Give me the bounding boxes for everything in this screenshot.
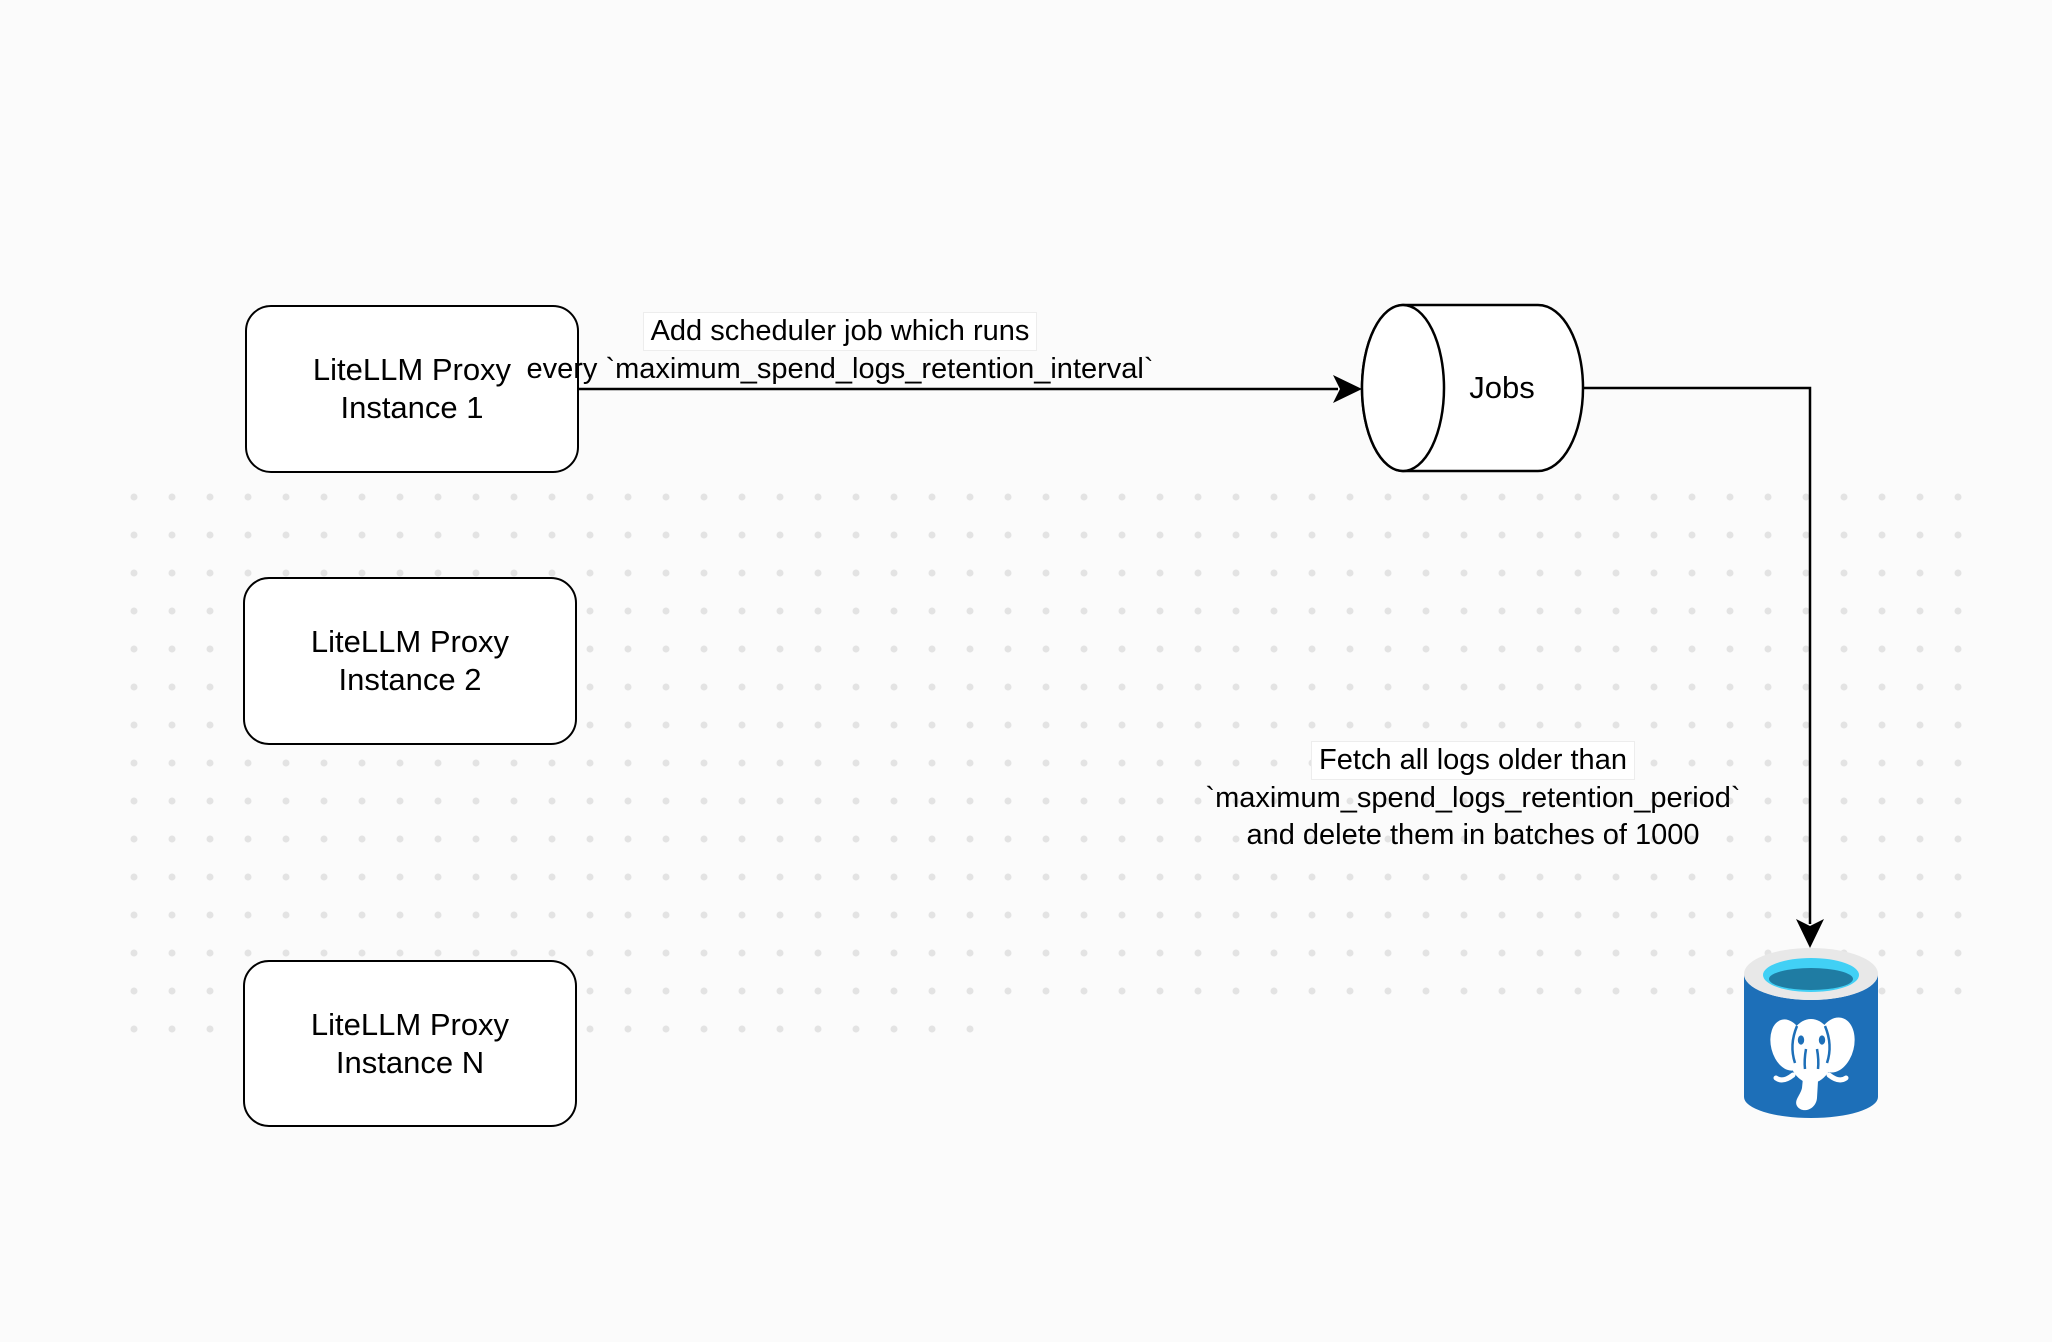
- elephant-left-ear-line: [1791, 1025, 1799, 1064]
- postgres-elephant-icon: [1770, 1017, 1855, 1111]
- node-title-line1: LiteLLM Proxy: [310, 1006, 510, 1042]
- node-title-line1: LiteLLM Proxy: [310, 624, 510, 659]
- scheduler-edge-arrow: [577, 375, 1362, 403]
- fetch-edge-label-line3: and delete them in batches of 1000: [1246, 819, 1700, 851]
- scheduler-edge-label: Add scheduler job which runs every `maxi…: [520, 312, 1160, 388]
- elephant-face: [1788, 1019, 1834, 1083]
- proxy-instance-n-node: LiteLLM Proxy Instance N: [243, 960, 577, 1127]
- elephant-right-eye: [1818, 1035, 1826, 1045]
- node-title-line1: LiteLLM Proxy: [312, 352, 512, 387]
- fetch-edge-label-line1: Fetch all logs older than: [1311, 741, 1635, 780]
- fetch-edge-label-line2: `maximum_spend_logs_retention_period`: [1205, 782, 1741, 814]
- fetch-edge-arrowhead-icon: [1796, 919, 1824, 948]
- proxy-instance-2-node: LiteLLM Proxy Instance 2: [243, 577, 577, 745]
- postgresql-database-icon: [1744, 948, 1878, 1118]
- jobs-cylinder-cap: [1360, 303, 1446, 473]
- jobs-datastore-cylinder: [1360, 303, 1585, 473]
- scheduler-edge-arrowhead-icon: [1333, 375, 1362, 403]
- proxy-instance-1-node: LiteLLM Proxy Instance 1: [245, 305, 579, 473]
- scheduler-edge-label-line2: every `maximum_spend_logs_retention_inte…: [526, 353, 1154, 385]
- fetch-edge-arrow: [1584, 386, 1824, 948]
- fetch-edge-line: [1584, 386, 1812, 924]
- node-title-line2: Instance 1: [340, 390, 484, 425]
- elephant-left-tusk: [1773, 1072, 1796, 1083]
- node-title-line2: Instance N: [335, 1044, 485, 1080]
- scheduler-edge-label-line1: Add scheduler job which runs: [642, 312, 1038, 351]
- elephant-right-tusk: [1826, 1072, 1849, 1083]
- elephant-left-eye: [1797, 1035, 1805, 1045]
- elephant-trunk: [1796, 1064, 1819, 1111]
- postgres-water-shadow: [1769, 968, 1853, 990]
- elephant-right-ear-line: [1823, 1025, 1831, 1064]
- elephant-trunk-line-right: [1815, 1048, 1820, 1070]
- elephant-trunk-line-left: [1803, 1048, 1808, 1070]
- node-title-line2: Instance 2: [338, 662, 482, 697]
- fetch-edge-label: Fetch all logs older than `maximum_spend…: [1203, 741, 1743, 854]
- jobs-node-label: Jobs: [1469, 370, 1535, 405]
